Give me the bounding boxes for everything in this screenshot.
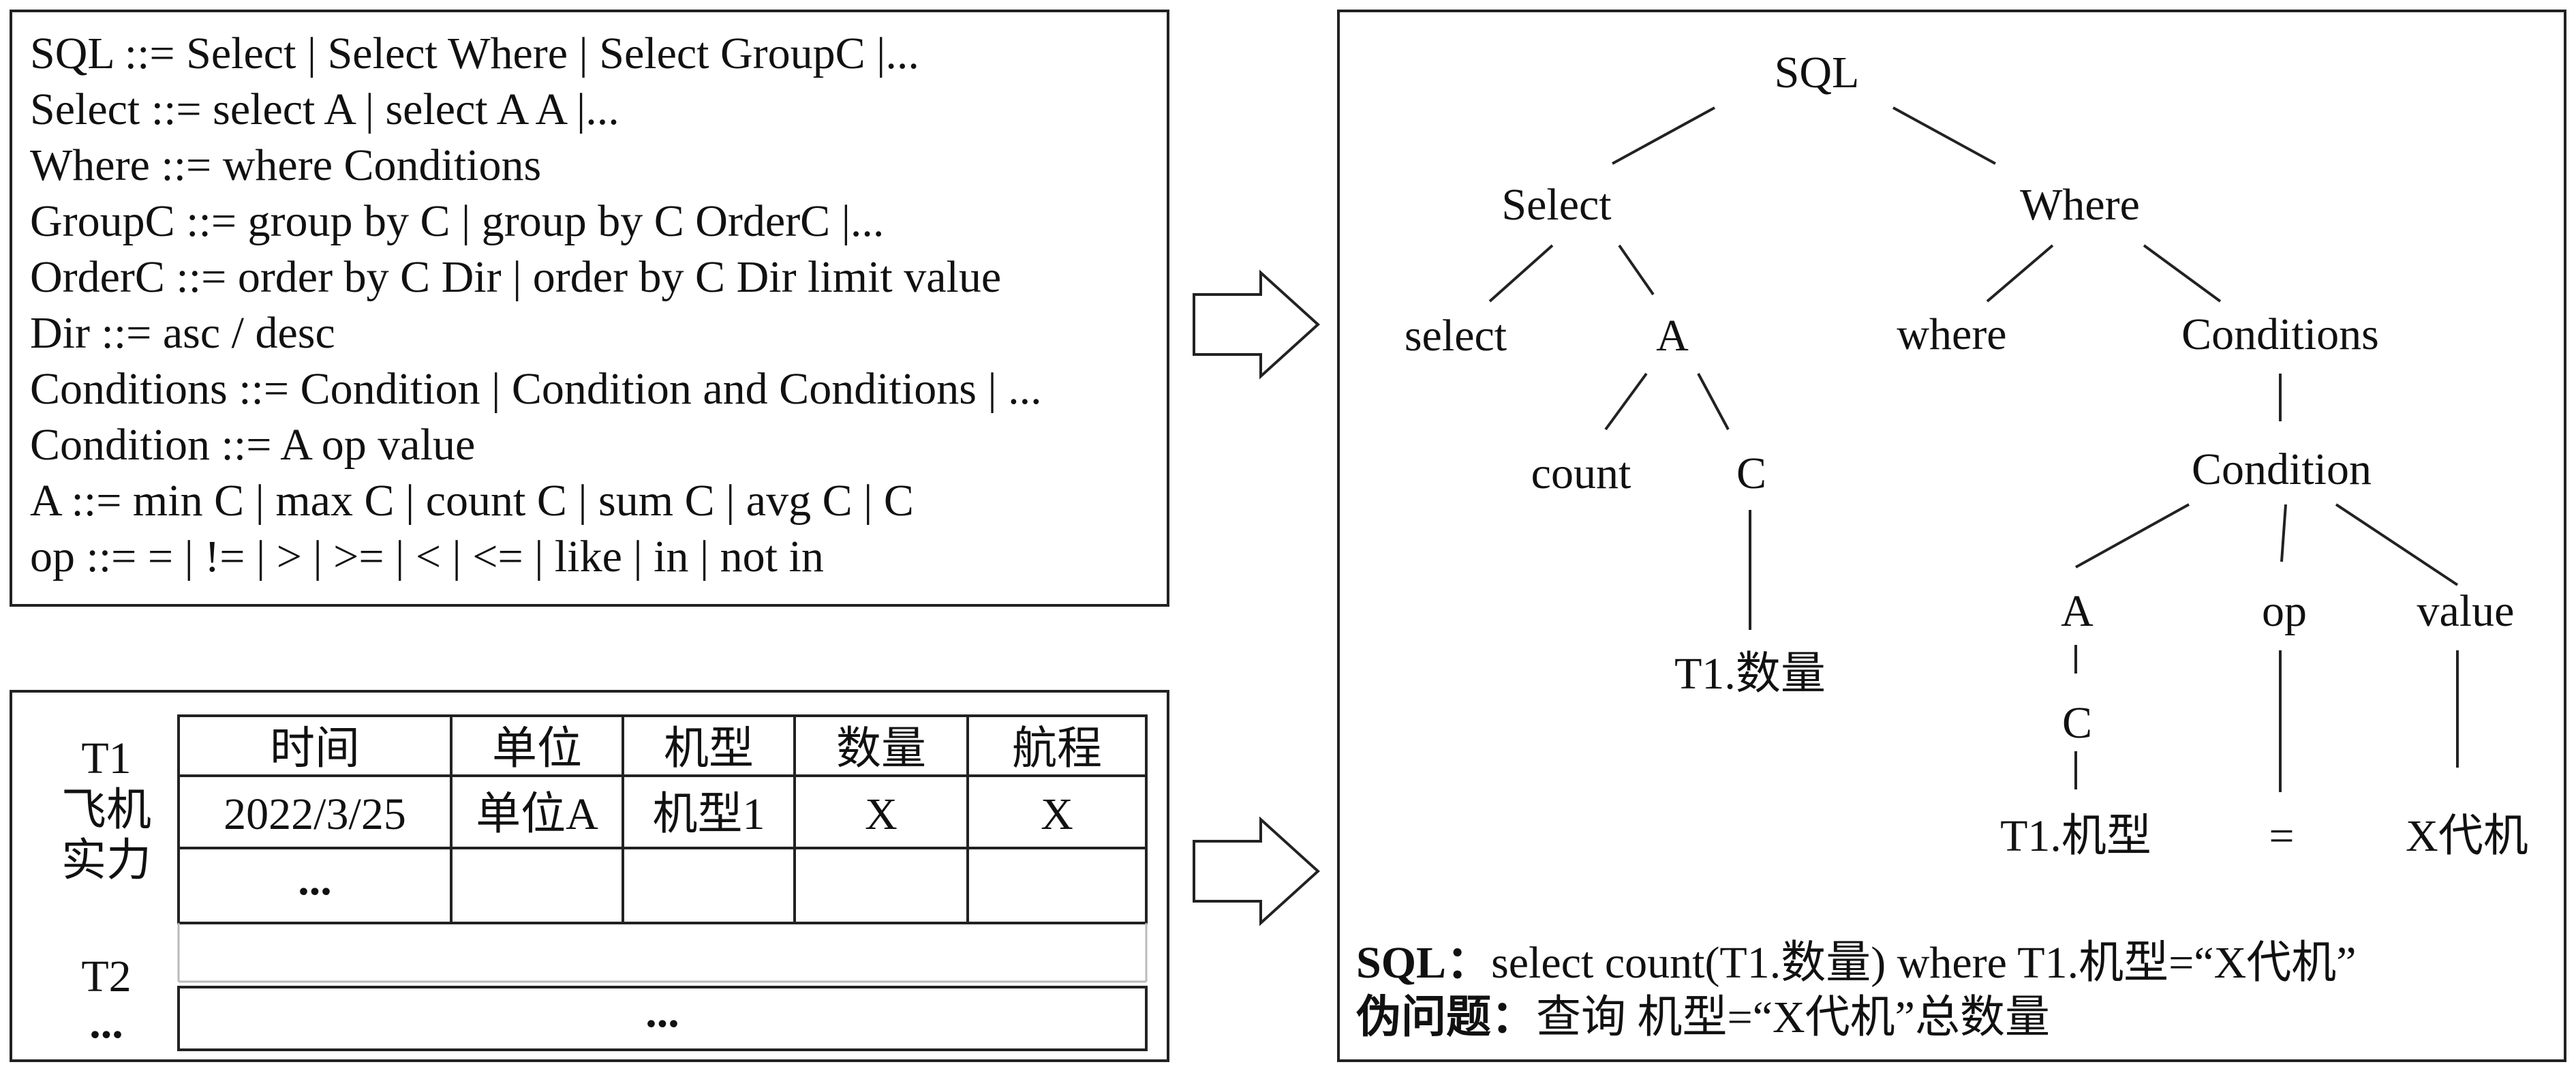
tree-node-c: C — [1736, 449, 1766, 498]
tree-node-t1-quantity: T1.数量 — [1674, 649, 1826, 699]
grammar-line: GroupC ::= group by C | group by C Order… — [30, 196, 885, 246]
grammar-line: OrderC ::= order by C Dir | order by C D… — [30, 252, 1002, 302]
t1-ellipsis: ... — [298, 855, 332, 905]
right-arrow-icon — [1193, 269, 1320, 380]
t1-label: T1 — [81, 734, 131, 783]
t1-header: 数量 — [836, 724, 926, 774]
tables-svg: T1 飞机 实力 时间 单位 机型 数量 航程 2022/3/25 单位A 机型… — [61, 714, 1148, 1051]
t2-label: T2 — [81, 952, 131, 1001]
sql-text: select count(T1.数量) where T1.机型=“X代机” — [1491, 938, 2357, 988]
right-arrow-icon — [1193, 816, 1320, 926]
parse-tree-panel: SQL Select Where select A where Conditio… — [1337, 10, 2566, 1062]
t1-label: 飞机 — [61, 785, 151, 835]
pseudo-question-label: 伪问题： — [1356, 993, 1536, 1042]
tree-node-a: A — [1656, 311, 1689, 361]
tree-node-count: count — [1531, 449, 1631, 498]
grammar-line: Dir ::= asc / desc — [30, 308, 335, 358]
grammar-line: A ::= min C | max C | count C | sum C | … — [30, 476, 914, 526]
tree-node-op: op — [2262, 586, 2307, 636]
grammar-line: op ::= = | != | > | >= | < | <= | like |… — [30, 532, 824, 581]
t1-header: 机型 — [664, 724, 754, 774]
grammar-line: SQL ::= Select | Select Where | Select G… — [30, 29, 919, 78]
tree-node-condition: Condition — [2192, 444, 2372, 494]
tree-node-condition-c: C — [2062, 698, 2092, 748]
t1-label: 实力 — [61, 836, 151, 886]
pseudo-question-line: 伪问题：查询 机型=“X代机”总数量 — [1356, 980, 2050, 1046]
tree-node-condition-a: A — [2061, 586, 2094, 636]
grammar-panel: SQL ::= Select | Select Where | Select G… — [10, 10, 1169, 607]
tree-node-sql: SQL — [1775, 48, 1860, 97]
tree-node-where-keyword: where — [1897, 309, 2006, 359]
grammar-line: Select ::= select A | select A A |... — [30, 85, 619, 134]
grammar-line: Conditions ::= Condition | Condition and… — [30, 364, 1042, 414]
t1-cell: 2022/3/25 — [224, 789, 406, 839]
t1-cell: X — [865, 789, 898, 839]
t1-cell: 单位A — [476, 789, 598, 839]
tree-node-where: Where — [2020, 180, 2140, 230]
t1-cell: 机型1 — [653, 789, 765, 839]
t1-header: 航程 — [1012, 724, 1102, 774]
t2-label: ... — [89, 998, 123, 1048]
pseudo-question-text: 查询 机型=“X代机”总数量 — [1536, 993, 2050, 1042]
sql-result-line: SQL：select count(T1.数量) where T1.机型=“X代机… — [1356, 926, 2357, 991]
tree-node-x-generation: X代机 — [2406, 811, 2528, 861]
tree-node-conditions: Conditions — [2181, 309, 2379, 359]
tree-node-value: value — [2417, 586, 2515, 636]
tree-node-t1-model: T1.机型 — [2000, 811, 2151, 861]
t1-grid — [177, 714, 1148, 924]
sql-label: SQL： — [1356, 938, 1492, 988]
t1-cell: X — [1041, 789, 1073, 839]
tree-node-select: Select — [1501, 180, 1611, 230]
t1-header: 单位 — [492, 724, 582, 774]
parse-tree-svg: SQL Select Where select A where Conditio… — [1405, 48, 2528, 861]
tree-node-select-keyword: select — [1405, 311, 1507, 361]
tables-panel: T1 飞机 实力 时间 单位 机型 数量 航程 2022/3/25 单位A 机型… — [10, 690, 1169, 1062]
tree-node-equals: = — [2269, 811, 2294, 861]
tree-edges — [1488, 106, 2459, 792]
t2-table — [177, 986, 1148, 1051]
grammar-line: Where ::= where Conditions — [30, 140, 542, 190]
grammar-line: Condition ::= A op value — [30, 420, 476, 470]
t1-header: 时间 — [270, 724, 360, 774]
t2-ellipsis: ... — [645, 987, 679, 1037]
